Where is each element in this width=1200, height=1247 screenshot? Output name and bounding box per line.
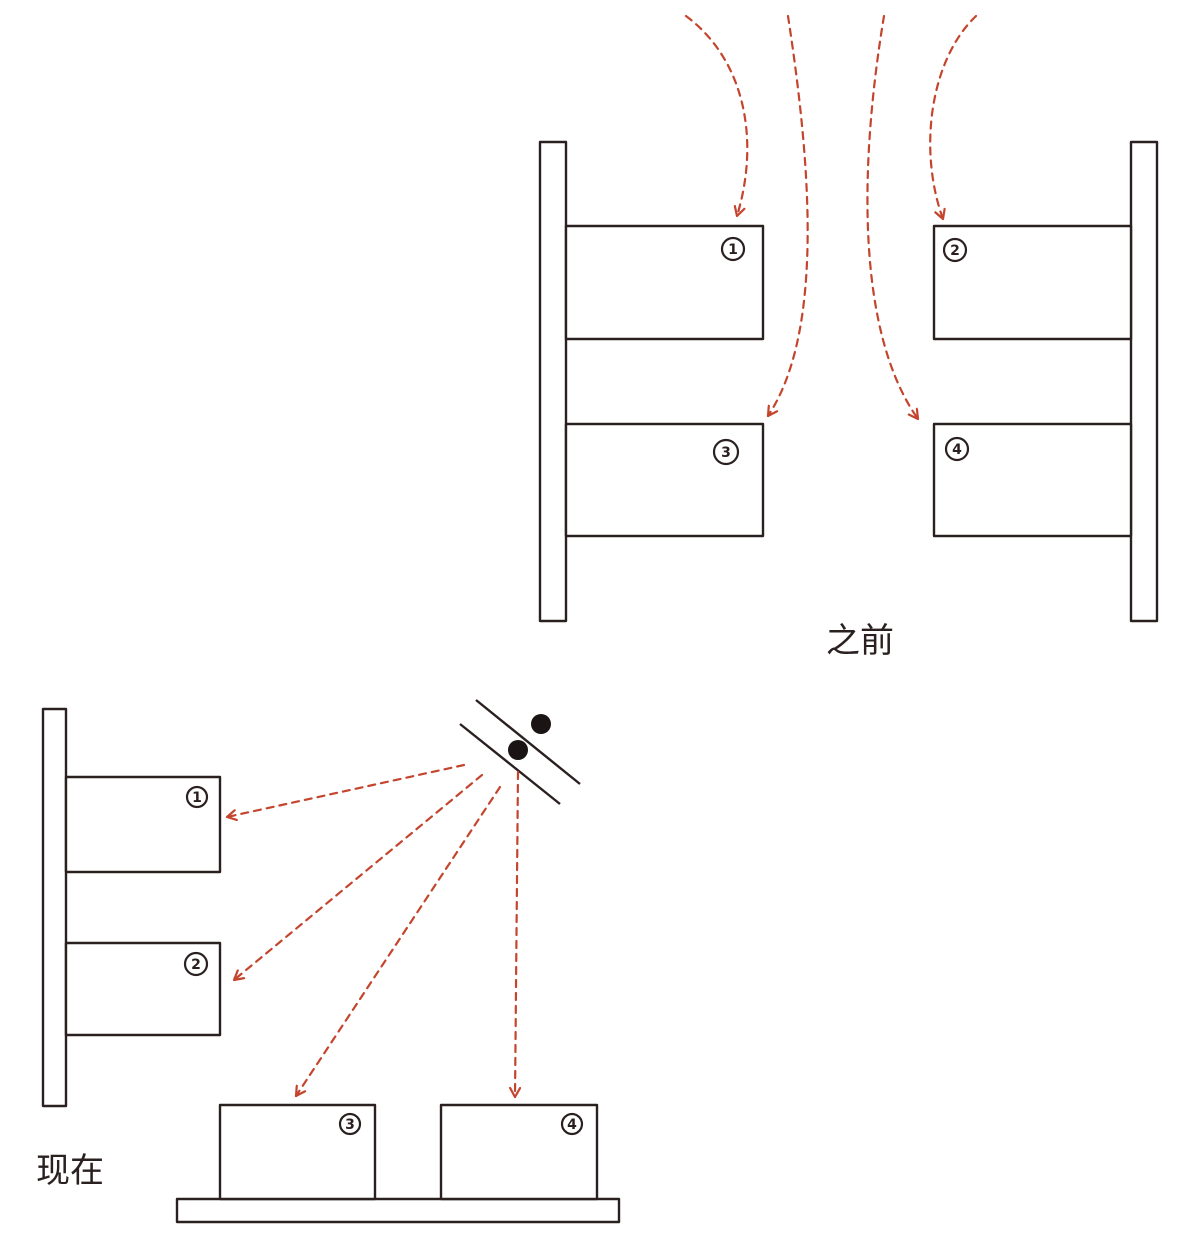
before-right-wall <box>1129 140 1159 623</box>
now-box-2-number: 2 <box>183 951 209 977</box>
now-bottom-shelf <box>175 1197 621 1224</box>
now-caption: 现在 <box>36 1151 104 1191</box>
now-arrow-to-3 <box>294 785 502 1098</box>
before-caption: 之前 <box>826 621 894 661</box>
now-layout: 1 2 3 4 现在 <box>36 699 621 1224</box>
svg-text:1: 1 <box>728 242 738 258</box>
now-arrow-to-4 <box>515 770 518 1099</box>
before-box-4-number: 4 <box>944 436 970 462</box>
svg-text:4: 4 <box>567 1117 577 1133</box>
before-box-2 <box>932 224 1133 341</box>
person-top-view <box>459 699 581 805</box>
before-arrow-to-1 <box>684 14 749 218</box>
svg-text:3: 3 <box>345 1117 355 1133</box>
now-arrow-to-1 <box>225 763 466 817</box>
svg-text:1: 1 <box>192 790 202 806</box>
before-arrow-to-2 <box>929 14 978 221</box>
now-box-1-number: 1 <box>185 785 209 809</box>
before-box-3 <box>564 422 765 538</box>
svg-text:2: 2 <box>950 243 960 259</box>
before-box-2-number: 2 <box>942 237 968 263</box>
before-layout: 1 2 3 4 之前 <box>538 14 1159 661</box>
before-arrow-to-4 <box>866 14 920 421</box>
before-box-3-number: 3 <box>712 438 740 466</box>
before-arrow-to-3 <box>766 14 809 418</box>
now-arrow-to-2 <box>232 773 484 982</box>
now-left-wall <box>41 707 68 1108</box>
before-left-wall <box>538 140 568 623</box>
now-box-4-number: 4 <box>560 1112 584 1136</box>
before-box-1-number: 1 <box>720 236 746 262</box>
svg-text:4: 4 <box>952 442 962 458</box>
svg-text:3: 3 <box>721 445 731 461</box>
svg-text:2: 2 <box>191 957 201 973</box>
now-box-3-number: 3 <box>338 1112 362 1136</box>
